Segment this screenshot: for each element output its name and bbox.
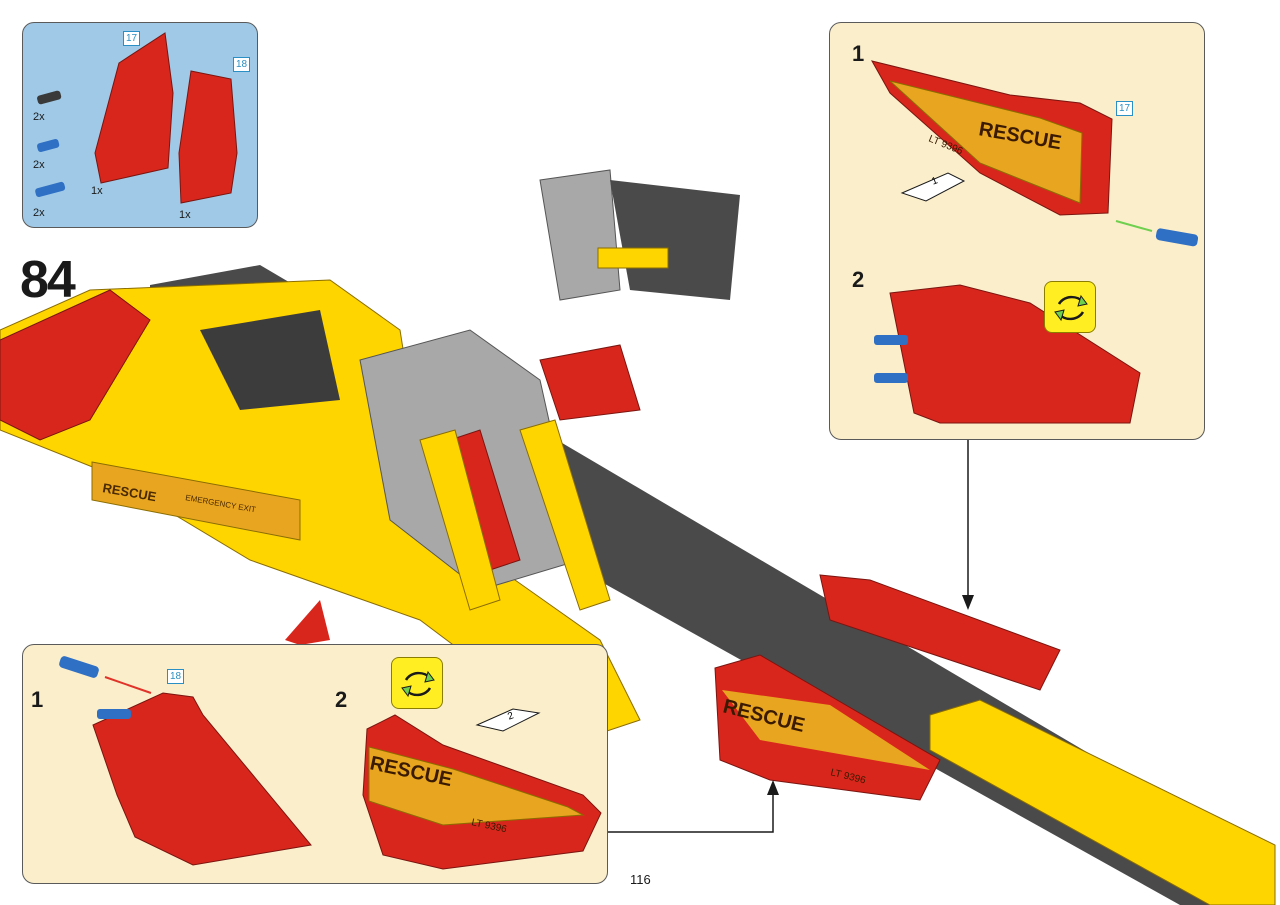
red-panel-17-icon	[94, 32, 174, 184]
part-id-18-sub: 18	[167, 669, 185, 684]
subassembly-left-panel: RESCUE LT 9396 1 18 2	[22, 644, 608, 884]
yellow-beam-right	[929, 699, 1276, 905]
blue-pin-b	[874, 373, 908, 383]
step-number: 84	[20, 251, 76, 309]
rotate-icon	[1044, 281, 1096, 333]
blue-pin-left	[59, 656, 99, 678]
page-number: 116	[630, 872, 651, 887]
substep-right-2: 2	[852, 267, 865, 292]
parts-list-art	[35, 32, 238, 204]
subassembly-right-panel: RESCUE LT 9396 1 17 2	[829, 22, 1205, 440]
red-panel-18-icon	[178, 70, 238, 204]
rotate-icon	[391, 657, 443, 709]
red-nose	[0, 289, 151, 441]
yellow-liftarm-1	[419, 429, 501, 611]
part-id-18: 18	[233, 57, 251, 72]
model-rescue-sticker	[722, 690, 930, 770]
qty-label: 1x	[91, 185, 103, 197]
axle-pin-blue-short-icon	[37, 138, 60, 153]
red-liftarm-2	[539, 344, 641, 421]
gearbox-tower	[539, 169, 621, 301]
connector-left-arrowhead	[767, 780, 779, 795]
insert-arrow-right	[1115, 220, 1153, 232]
blue-pin-right	[1155, 228, 1199, 247]
qty-label: 1x	[179, 209, 191, 221]
yellow-liftarm-small	[597, 247, 669, 269]
yellow-liftarm-2	[519, 419, 611, 611]
qty-label: 2x	[33, 111, 45, 123]
connector-left-line	[608, 790, 774, 833]
substep-right-1: 1	[852, 41, 865, 66]
qty-label: 2x	[33, 159, 45, 171]
sticker-sheet-right	[900, 172, 966, 202]
qty-label: 2x	[33, 207, 45, 219]
part-id-17: 17	[123, 31, 141, 46]
model-red-panel-upper	[819, 574, 1061, 691]
red-panel-17-rotated	[889, 284, 1141, 424]
parts-list-panel: 2x 2x 2x 1x 1x 17 18	[22, 22, 258, 228]
substep-left-1: 1	[31, 687, 44, 712]
insert-arrow-left	[104, 676, 152, 694]
red-panel-18	[92, 692, 312, 866]
blue-pin-a	[874, 335, 908, 345]
rescue-sticker-left	[368, 746, 585, 826]
subassembly-right-art: RESCUE LT 9396	[870, 60, 1199, 424]
connector-right-arrowhead	[962, 595, 974, 610]
side-sticker	[91, 461, 301, 541]
dark-housing	[200, 310, 340, 410]
blue-pin-left-b	[97, 709, 131, 719]
gearbox-dark	[610, 180, 740, 300]
rotate-arrows-icon	[1054, 294, 1088, 322]
axle-pin-black-icon	[37, 90, 62, 105]
sticker-sheet-left	[475, 708, 541, 732]
rotate-arrows-icon	[401, 670, 435, 698]
part-id-17-sub: 17	[1116, 101, 1134, 116]
red-lower-strip	[285, 600, 330, 645]
subassembly-left-art: RESCUE LT 9396	[59, 656, 602, 870]
rescue-sticker-right	[889, 80, 1083, 204]
substep-left-2: 2	[335, 687, 348, 712]
axle-pin-blue-long-icon	[35, 181, 66, 198]
